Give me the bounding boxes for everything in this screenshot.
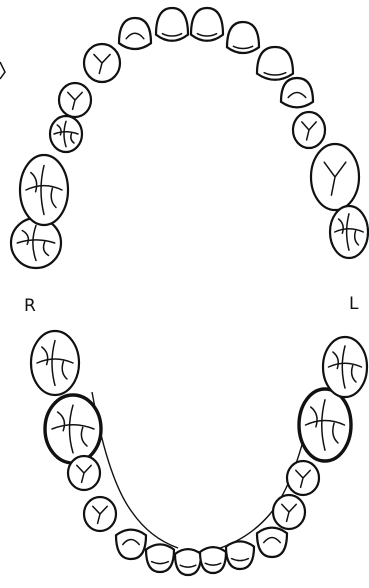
tooth-U-L3 — [281, 78, 313, 107]
tooth-crown — [200, 547, 226, 573]
tooth-L-R4 — [84, 497, 116, 531]
tooth-L-L2 — [226, 541, 254, 569]
tooth-L-L3 — [257, 528, 287, 557]
tooth-crown — [257, 528, 287, 557]
right-side-label: R — [24, 298, 36, 315]
tooth-L-L6 — [299, 389, 351, 461]
tooth-L-R5 — [68, 456, 100, 490]
tooth-crown — [175, 549, 201, 575]
edge-mark — [0, 60, 8, 80]
tooth-U-R1 — [191, 8, 223, 41]
tooth-L-L7 — [323, 337, 367, 397]
tooth-L-R3 — [116, 530, 146, 559]
tooth-L-R6 — [45, 395, 101, 463]
tooth-crown — [226, 541, 254, 569]
lower-arch — [31, 331, 367, 575]
tooth-L-L1 — [200, 547, 226, 573]
tooth-U-R4 — [84, 44, 120, 82]
tooth-U-L1 — [227, 22, 259, 53]
tooth-U-R3 — [119, 18, 151, 49]
upper-arch — [11, 8, 368, 268]
tooth-L-R2 — [146, 544, 174, 572]
tooth-U-L4 — [293, 112, 325, 148]
tooth-U-R6 — [50, 116, 82, 152]
tooth-L-L4 — [273, 495, 305, 529]
tooth-L-R1 — [175, 549, 201, 575]
tooth-crown — [116, 530, 146, 559]
tooth-crown — [146, 544, 174, 572]
tooth-U-R2 — [156, 8, 188, 41]
tooth-L-L5 — [287, 461, 319, 495]
tooth-U-L5 — [311, 144, 359, 210]
tooth-U-R5 — [59, 83, 91, 117]
tooth-U-R8 — [11, 218, 61, 268]
tooth-L-R7 — [31, 331, 79, 395]
tooth-U-R7 — [20, 155, 68, 225]
tooth-U-L2 — [257, 47, 293, 80]
left-side-label: L — [349, 296, 358, 313]
tooth-U-L6 — [330, 206, 368, 258]
